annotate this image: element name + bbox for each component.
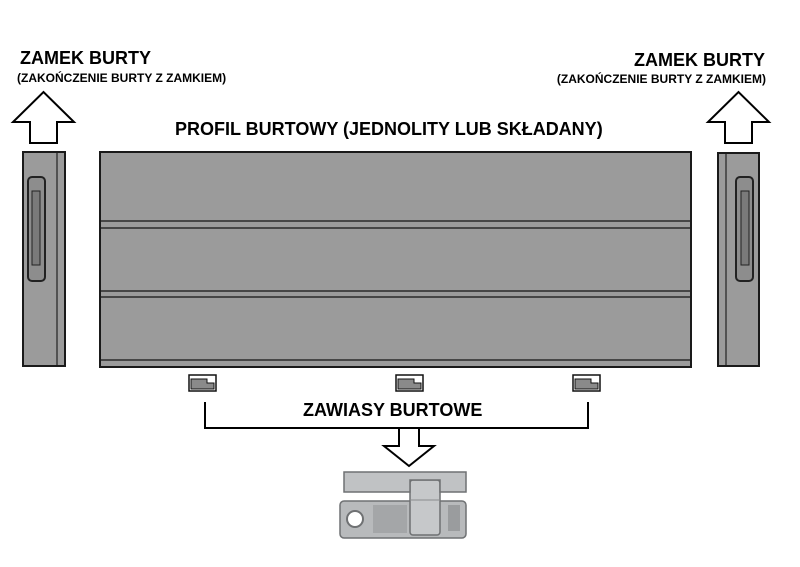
lock-left-subtitle: (ZAKOŃCZENIE BURTY Z ZAMKIEM) bbox=[17, 71, 227, 85]
hinges-bracket bbox=[204, 402, 589, 429]
profile-title: PROFIL BURTOWY (JEDNOLITY LUB SKŁADANY) bbox=[175, 119, 603, 139]
lock-end-right bbox=[717, 152, 760, 367]
lock-right-title: ZAMEK BURTY bbox=[634, 50, 765, 70]
lock-right-subtitle: (ZAKOŃCZENIE BURTY Z ZAMKIEM) bbox=[556, 72, 766, 86]
hinges-title: ZAWIASY BURTOWE bbox=[303, 400, 483, 420]
hinge-icon bbox=[188, 374, 217, 392]
up-arrow-icon bbox=[10, 90, 77, 144]
down-arrow-icon bbox=[381, 427, 437, 468]
lock-left-title: ZAMEK BURTY bbox=[20, 48, 151, 68]
board-profile bbox=[99, 151, 692, 368]
hinge-icon bbox=[395, 374, 424, 392]
hinge-icon bbox=[572, 374, 601, 392]
hinge-photo bbox=[339, 471, 467, 539]
up-arrow-icon bbox=[705, 90, 772, 144]
lock-end-left bbox=[22, 151, 66, 367]
